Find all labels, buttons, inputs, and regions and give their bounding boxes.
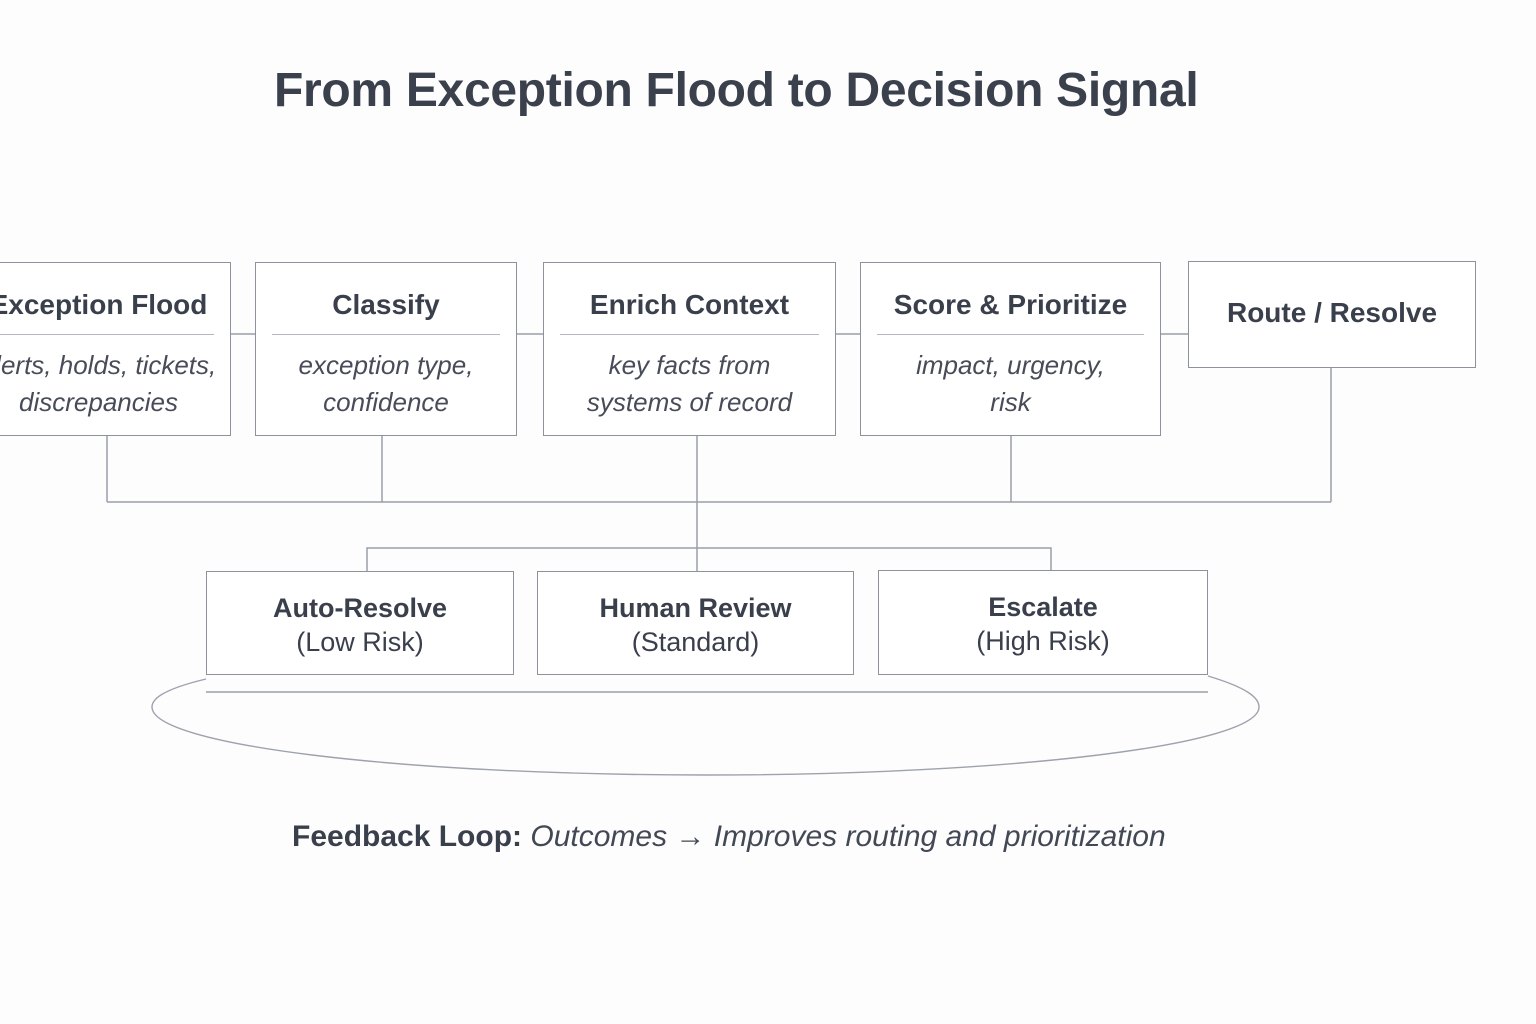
stage-score-prioritize: Score & Prioritize impact, urgency, risk — [860, 262, 1161, 436]
stage-description: alerts, holds, tickets, discrepancies — [0, 347, 230, 421]
stage-exception-flood: Exception Flood alerts, holds, tickets, … — [0, 262, 231, 436]
stage-heading: Enrich Context — [589, 289, 790, 320]
feedback-loop-caption: Feedback Loop: Outcomes → Improves routi… — [292, 814, 1252, 860]
stage-divider — [877, 334, 1144, 335]
outcome-risk-level: (Standard) — [631, 627, 760, 657]
outcome-auto-resolve: Auto-Resolve (Low Risk) — [206, 571, 514, 675]
stage-heading: Exception Flood — [0, 289, 208, 320]
stage-description-line: alerts, holds, tickets, — [0, 350, 217, 380]
stage-divider — [0, 334, 214, 335]
feedback-loop-ellipse — [151, 675, 1260, 776]
outcome-branch — [366, 547, 1052, 571]
stage-description-line: exception type, — [298, 350, 474, 380]
feedback-text: Outcomes → Improves routing and prioriti… — [530, 820, 1166, 853]
outcome-title: Escalate — [988, 592, 1098, 622]
stage-description: key facts from systems of record — [544, 347, 835, 421]
stage-description: exception type, confidence — [256, 347, 516, 421]
outcome-risk-level: (High Risk) — [976, 626, 1110, 656]
stage-heading: Route / Resolve — [1226, 297, 1438, 328]
stage-route-resolve: Route / Resolve — [1188, 261, 1476, 368]
stage-description-line: risk — [990, 387, 1031, 417]
stage-description-line: systems of record — [586, 387, 793, 417]
diagram-title: From Exception Flood to Decision Signal — [274, 64, 1199, 117]
stage-heading: Classify — [332, 289, 440, 320]
outcome-title: Auto-Resolve — [272, 593, 448, 623]
stage-divider — [560, 334, 819, 335]
outcome-escalate: Escalate (High Risk) — [878, 570, 1208, 675]
stage-description-line: confidence — [323, 387, 449, 417]
stage-classify: Classify exception type, confidence — [255, 262, 517, 436]
outcome-title: Human Review — [599, 593, 792, 623]
outcome-risk-level: (Low Risk) — [296, 627, 424, 657]
stage-heading: Score & Prioritize — [893, 289, 1128, 320]
feedback-label: Feedback Loop: — [292, 820, 523, 853]
stage-enrich-context: Enrich Context key facts from systems of… — [543, 262, 836, 436]
stage-description-line: discrepancies — [19, 387, 178, 417]
stage-description-line: impact, urgency, — [916, 350, 1105, 380]
outcome-human-review: Human Review (Standard) — [537, 571, 854, 675]
stage-description-line: key facts from — [608, 350, 771, 380]
stage-divider — [272, 334, 500, 335]
stage-description: impact, urgency, risk — [861, 347, 1160, 421]
